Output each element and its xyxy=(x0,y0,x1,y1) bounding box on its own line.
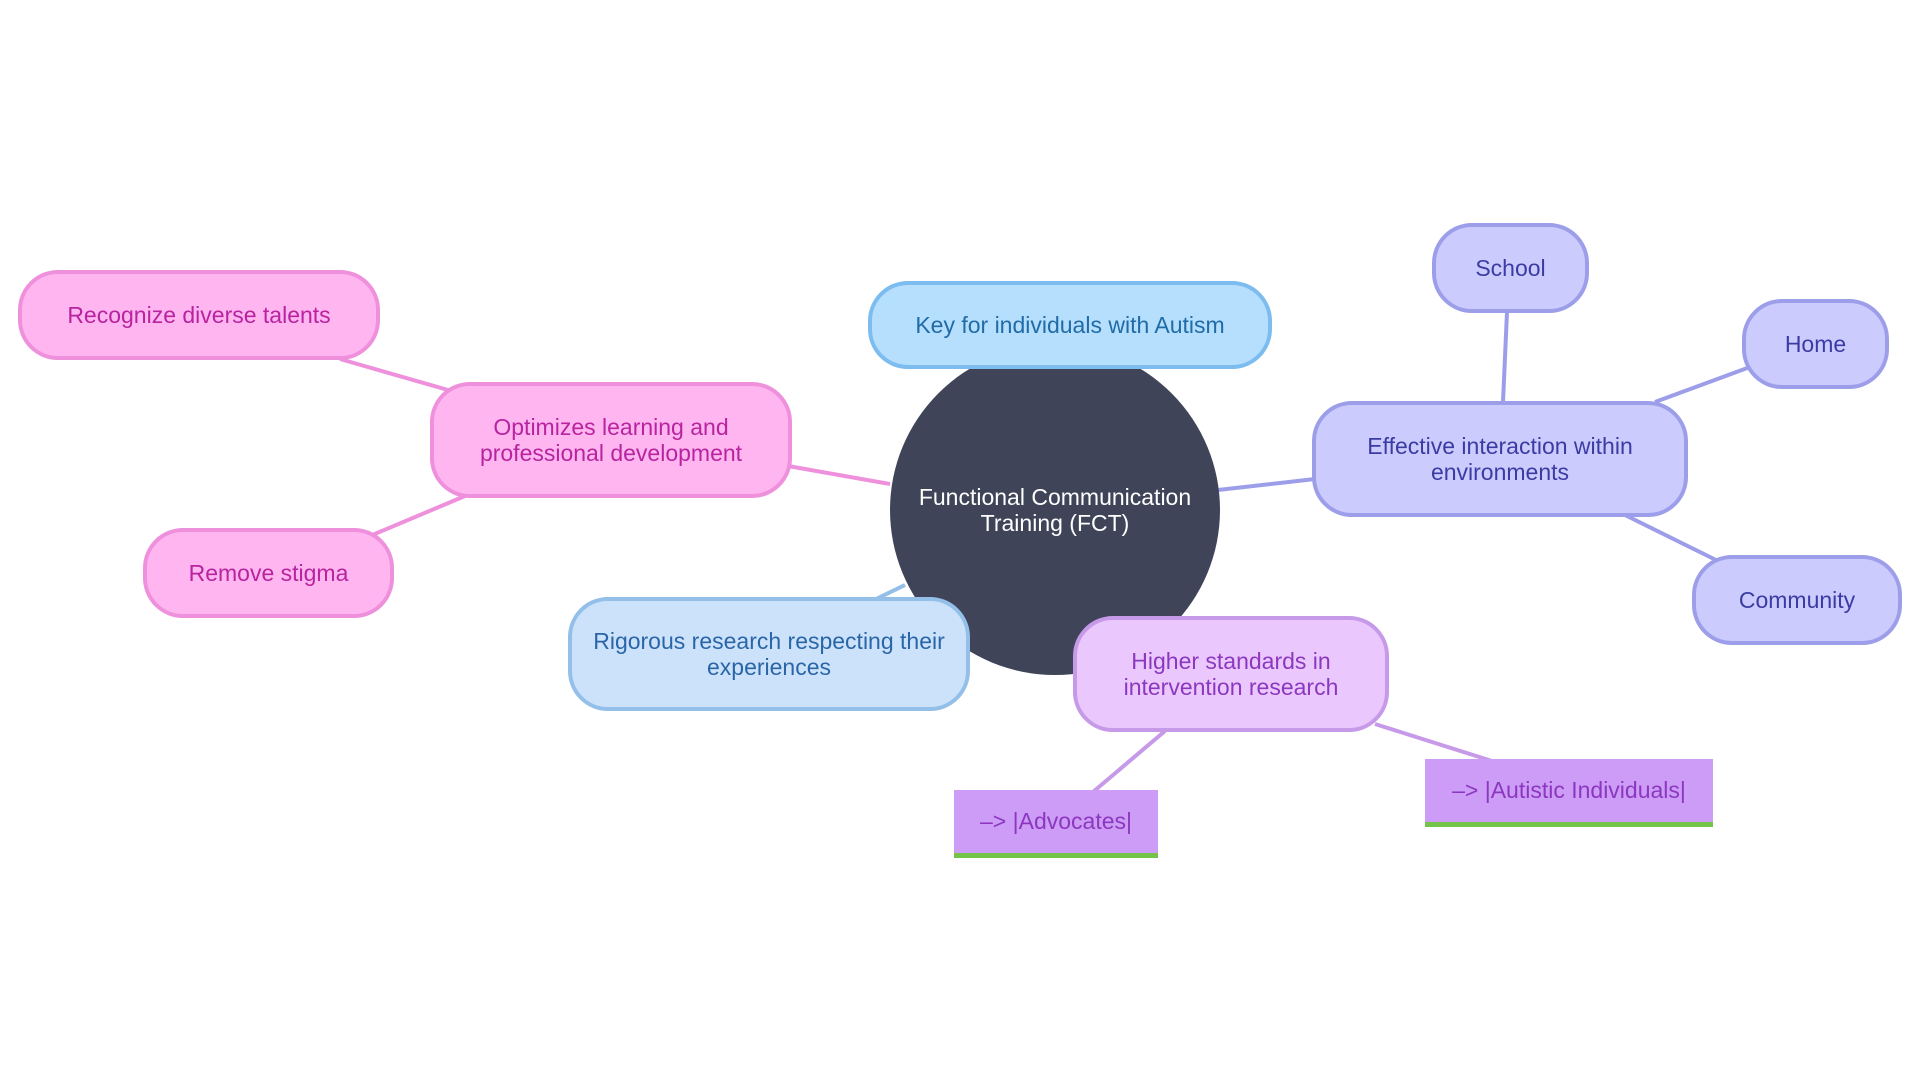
edge-interaction-community xyxy=(1624,513,1719,563)
node-higher-standards: Higher standards in intervention researc… xyxy=(1073,616,1389,732)
tag-advocates: –> |Advocates| xyxy=(954,790,1158,858)
node-community: Community xyxy=(1692,555,1902,645)
node-home: Home xyxy=(1742,299,1889,389)
node-remove-stigma: Remove stigma xyxy=(143,528,394,618)
node-rigorous-research: Rigorous research respecting their exper… xyxy=(568,597,970,711)
edge-optimizes-talents xyxy=(339,357,449,392)
node-recognize-talents: Recognize diverse talents xyxy=(18,270,380,360)
node-effective-interaction: Effective interaction within environment… xyxy=(1312,401,1688,517)
edge-root-optimizes xyxy=(787,464,891,486)
edge-standards-autistic xyxy=(1374,722,1493,763)
node-optimizes: Optimizes learning and professional deve… xyxy=(430,382,792,498)
edge-interaction-school xyxy=(1501,311,1509,403)
edge-root-interaction xyxy=(1217,477,1316,492)
edge-standards-advocates xyxy=(1091,729,1167,794)
edge-interaction-home xyxy=(1654,365,1751,404)
node-key-autism: Key for individuals with Autism xyxy=(868,281,1272,369)
tag-autistic-individuals: –> |Autistic Individuals| xyxy=(1425,759,1713,827)
node-school: School xyxy=(1432,223,1589,313)
edge-optimizes-stigma xyxy=(369,494,466,538)
